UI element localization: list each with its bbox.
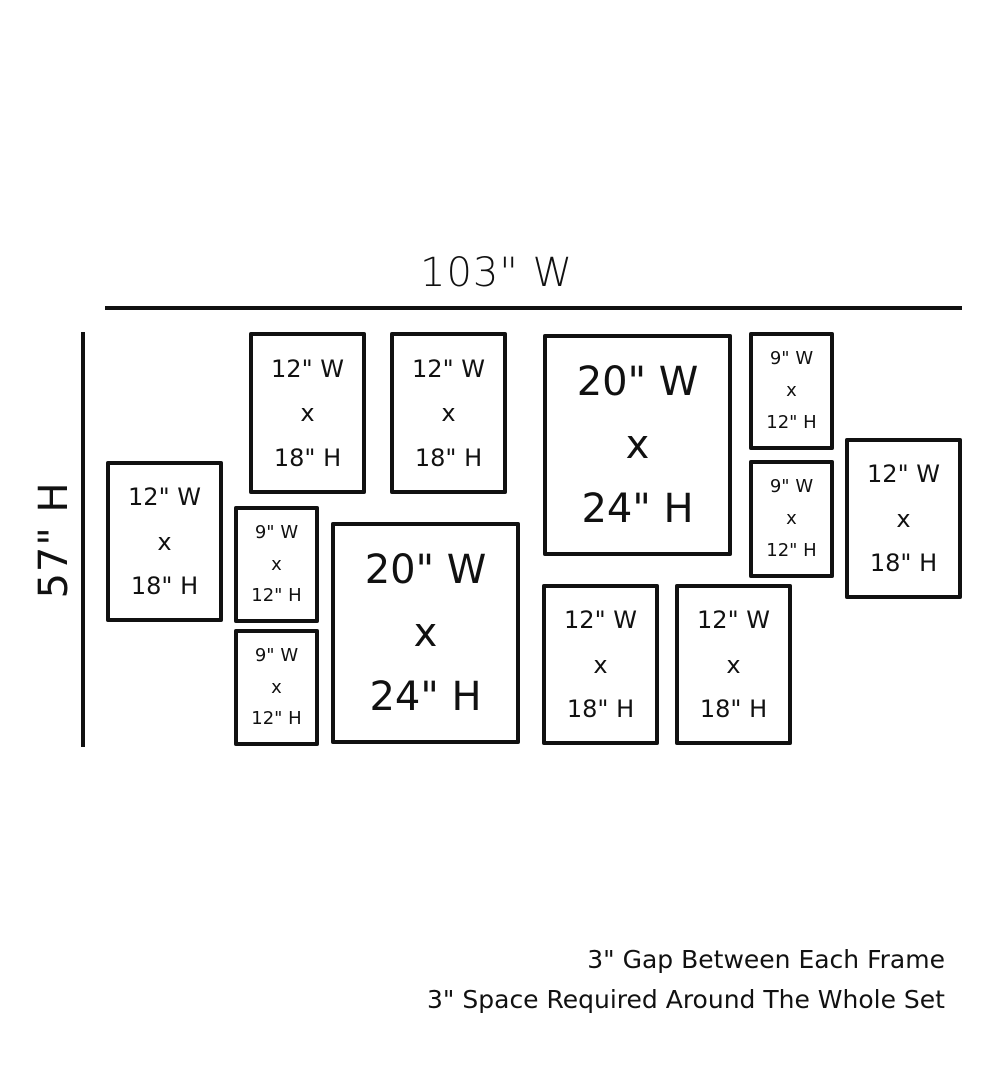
frame-width: 12" W — [697, 606, 770, 635]
frame-width: 12" W — [564, 606, 637, 635]
frame-width: 20" W — [576, 358, 699, 405]
frame-height: 12" H — [766, 412, 817, 433]
frame-9x12: 9" W x 12" H — [234, 629, 319, 746]
frame-width: 9" W — [769, 348, 814, 369]
frame-height: 18" H — [273, 443, 342, 472]
frame-9x12: 9" W x 12" H — [749, 460, 834, 578]
frame-height: 18" H — [699, 694, 768, 723]
frame-height: 18" H — [869, 548, 938, 577]
space-note: 3" Space Required Around The Whole Set — [427, 985, 945, 1014]
frame-width: 12" W — [867, 460, 940, 489]
frame-sep: x — [271, 676, 282, 698]
frame-12x18: 12" W x 18" H — [106, 461, 223, 622]
frame-sep: x — [441, 399, 456, 427]
frame-width: 9" W — [254, 521, 299, 543]
frame-height: 12" H — [766, 540, 817, 561]
total-width-label: 103" W — [420, 250, 574, 296]
frame-sep: x — [786, 508, 797, 529]
frame-height: 24" H — [581, 485, 694, 532]
frame-sep: x — [593, 650, 608, 679]
frame-9x12: 9" W x 12" H — [234, 506, 319, 623]
frame-height: 12" H — [251, 708, 302, 730]
frame-height: 24" H — [369, 673, 482, 720]
total-height-label: 57" H — [31, 481, 77, 599]
gap-note: 3" Gap Between Each Frame — [587, 945, 945, 974]
frame-width: 12" W — [412, 354, 485, 383]
frame-12x18: 12" W x 18" H — [249, 332, 366, 494]
frame-height: 18" H — [566, 694, 635, 723]
frame-12x18: 12" W x 18" H — [845, 438, 962, 599]
frame-20x24: 20" W x 24" H — [543, 334, 732, 556]
frame-sep: x — [625, 422, 650, 468]
total-width-line — [105, 306, 962, 310]
frame-sep: x — [300, 399, 315, 427]
frame-sep: x — [896, 504, 911, 533]
frame-width: 9" W — [769, 476, 814, 497]
frame-12x18: 12" W x 18" H — [542, 584, 659, 745]
frame-width: 9" W — [254, 644, 299, 666]
frame-sep: x — [786, 380, 797, 401]
total-height-line — [81, 332, 85, 747]
frame-width: 20" W — [364, 546, 487, 593]
frame-height: 12" H — [251, 585, 302, 607]
frame-width: 12" W — [271, 354, 344, 383]
frame-sep: x — [413, 610, 438, 656]
frame-width: 12" W — [128, 483, 201, 512]
frame-sep: x — [726, 650, 741, 679]
frame-12x18: 12" W x 18" H — [390, 332, 507, 494]
frame-sep: x — [271, 553, 282, 575]
frame-height: 18" H — [414, 443, 483, 472]
frame-sep: x — [157, 527, 172, 556]
frame-20x24: 20" W x 24" H — [331, 522, 520, 744]
frame-12x18: 12" W x 18" H — [675, 584, 792, 745]
frame-9x12: 9" W x 12" H — [749, 332, 834, 450]
frame-height: 18" H — [130, 571, 199, 600]
